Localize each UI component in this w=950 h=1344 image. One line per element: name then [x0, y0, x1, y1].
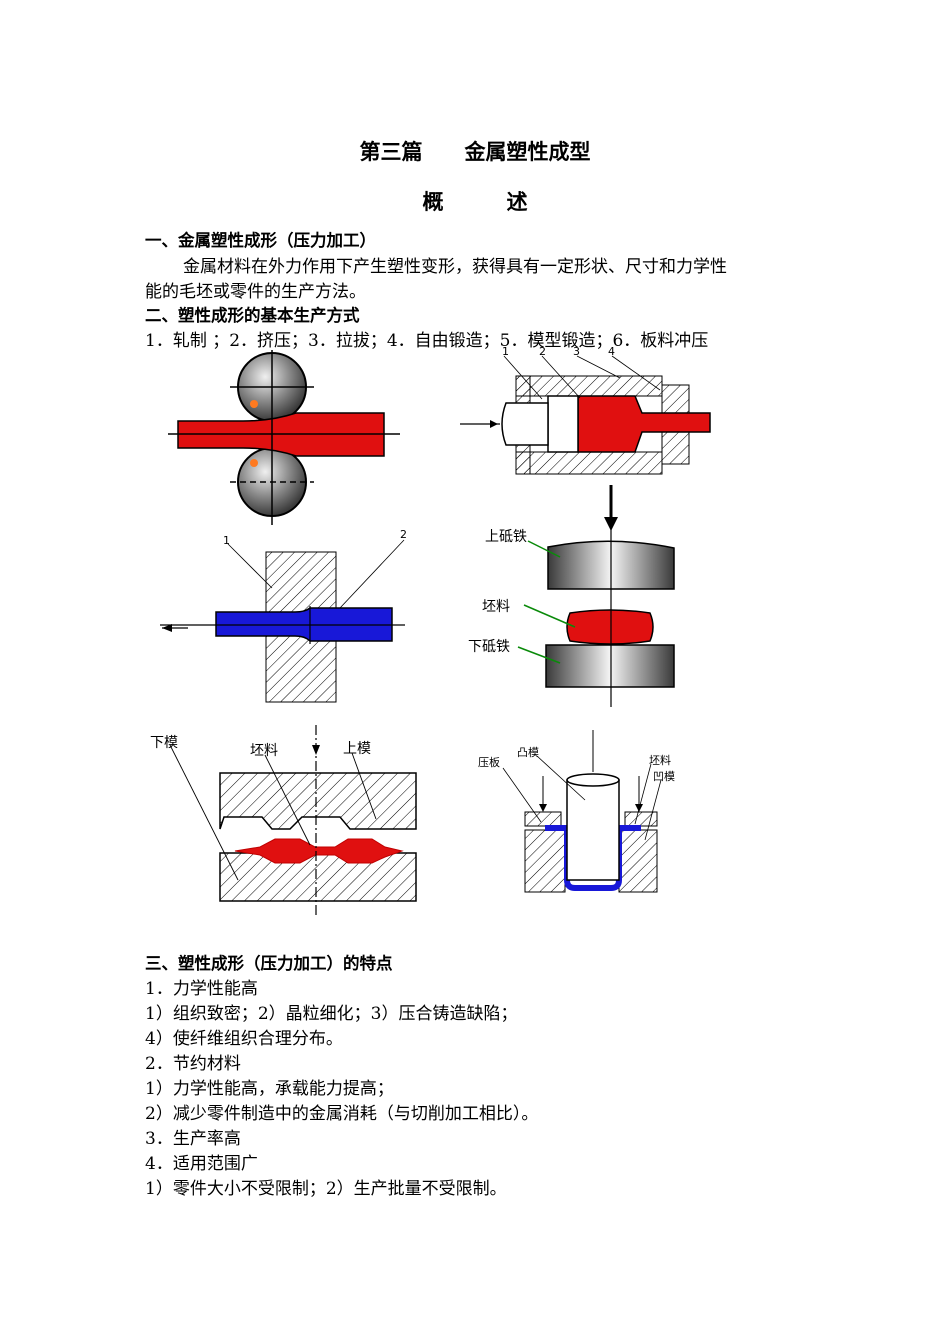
drawing-label-1: 1: [223, 534, 230, 547]
extrusion-label-2: 2: [539, 345, 546, 358]
punch-label: 凸模: [517, 746, 539, 759]
lower-anvil-label: 下砥铁: [468, 639, 510, 655]
blank-label: 坯料: [482, 599, 510, 615]
section3-line: 1）组织致密；2）晶粒细化；3）压合铸造缺陷；: [145, 1004, 518, 1024]
section3-line: 1．力学性能高: [145, 979, 258, 999]
page-subtitle: 概 述: [422, 190, 528, 214]
section1-para-line1: 金属材料在外力作用下产生塑性变形，获得具有一定形状、尺寸和力学性: [183, 257, 727, 277]
die-blank-label: 坯料: [250, 743, 278, 759]
die-label: 凹模: [653, 770, 675, 783]
stamping-blank-label: 坯料: [649, 753, 671, 767]
lower-die-label: 下模: [150, 735, 178, 751]
section3-line: 2．节约材料: [145, 1054, 241, 1074]
extrusion-label-1: 1: [502, 345, 509, 358]
stamping-figure: 压板 凸模 坯料 凹模: [478, 730, 675, 893]
upper-die-label: 上模: [343, 741, 371, 757]
stamped-part: [545, 825, 641, 891]
extrusion-figure: 1 2 3 4: [460, 345, 711, 475]
section2-methods: 1．轧制 ；2．挤压；3．拉拔；4．自由锻造；5．模型锻造；6．板料冲压: [145, 331, 709, 351]
section3-line: 2）减少零件制造中的金属消耗（与切削加工相比）。: [145, 1104, 539, 1124]
punch: [566, 775, 620, 881]
section3-line: 4．适用范围广: [145, 1154, 258, 1174]
section3-heading: 三、塑性成形（压力加工）的特点: [145, 954, 393, 973]
press-plate-label: 压板: [478, 755, 500, 769]
drawing-figure: 1 2: [160, 528, 407, 703]
die-forging-figure: 下模 坯料 上模: [150, 725, 417, 915]
lower-anvil: [545, 644, 675, 688]
section3-line: 1）零件大小不受限制；2）生产批量不受限制。: [145, 1179, 507, 1199]
extrusion-label-4: 4: [608, 345, 615, 358]
free-forging-figure: 上砥铁 坯料 下砥铁: [468, 485, 675, 707]
die-forging-blank: [234, 838, 404, 864]
drawing-label-2: 2: [400, 528, 407, 541]
page-title: 第三篇 金属塑性成型: [359, 140, 591, 164]
forging-blank: [566, 609, 654, 645]
rolling-figure: [168, 350, 400, 525]
section2-heading: 二、塑性成形的基本生产方式: [145, 306, 360, 325]
section3-line: 4）使纤维组织合理分布。: [145, 1029, 343, 1049]
extrusion-label-3: 3: [573, 345, 580, 358]
section3-line: 3．生产率高: [145, 1129, 241, 1149]
section1-para-line2: 能的毛坯或零件的生产方法。: [145, 282, 366, 302]
extruded-billet: [577, 395, 711, 453]
section3-line: 1）力学性能高，承载能力提高；: [145, 1079, 394, 1099]
section1-heading: 一、金属塑性成形（压力加工）: [145, 231, 376, 250]
upper-anvil-label: 上砥铁: [485, 529, 527, 545]
ram: [501, 402, 549, 446]
